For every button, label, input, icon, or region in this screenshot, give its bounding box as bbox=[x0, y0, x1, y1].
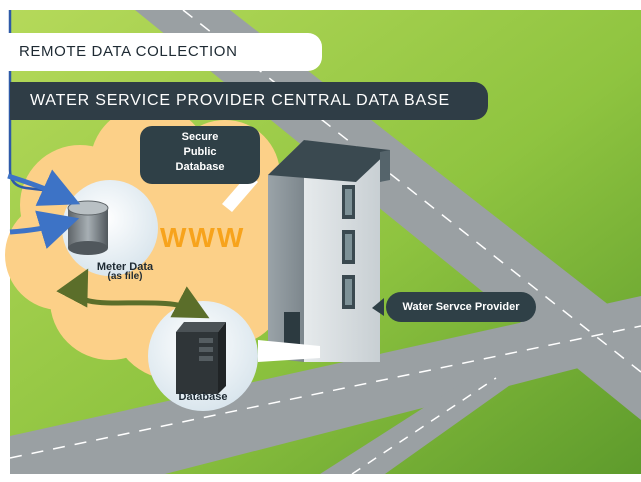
secure-public-database-bubble: Secure Public Database bbox=[140, 126, 260, 184]
secure-database-line-2: Public bbox=[183, 146, 217, 158]
meter-data-sublabel: (as file) bbox=[107, 271, 143, 282]
meter-data-title: Meter Data bbox=[96, 261, 154, 273]
remote-data-collection-title: REMOTE DATA COLLECTION bbox=[0, 33, 322, 71]
database-label: Database bbox=[178, 391, 228, 403]
lane-marking-horizontal bbox=[9, 325, 641, 459]
secure-database-line-1: Secure bbox=[181, 131, 219, 143]
remote-input-arrow-bottom bbox=[9, 210, 80, 249]
frame-line bbox=[8, 10, 61, 194]
www-label: WWW bbox=[160, 222, 246, 253]
meter-data-label: Meter Data (as file) bbox=[88, 262, 162, 282]
water-provider-building bbox=[268, 140, 390, 362]
lane-marking-branch bbox=[351, 377, 497, 475]
water-provider-bubble: Water Servce Provider bbox=[386, 292, 536, 322]
remote-input-arrow-top bbox=[7, 169, 81, 206]
secure-database-line-3: Database bbox=[175, 161, 225, 173]
road-horizontal bbox=[10, 296, 641, 474]
road-branch bbox=[320, 378, 520, 474]
central-database-title: WATER SERVICE PROVIDER CENTRAL DATA BASE bbox=[10, 82, 488, 120]
provider-pointer bbox=[372, 298, 384, 316]
database-pointer bbox=[258, 340, 320, 362]
database-node bbox=[148, 301, 258, 411]
meter-to-database-arrow bbox=[56, 268, 210, 319]
